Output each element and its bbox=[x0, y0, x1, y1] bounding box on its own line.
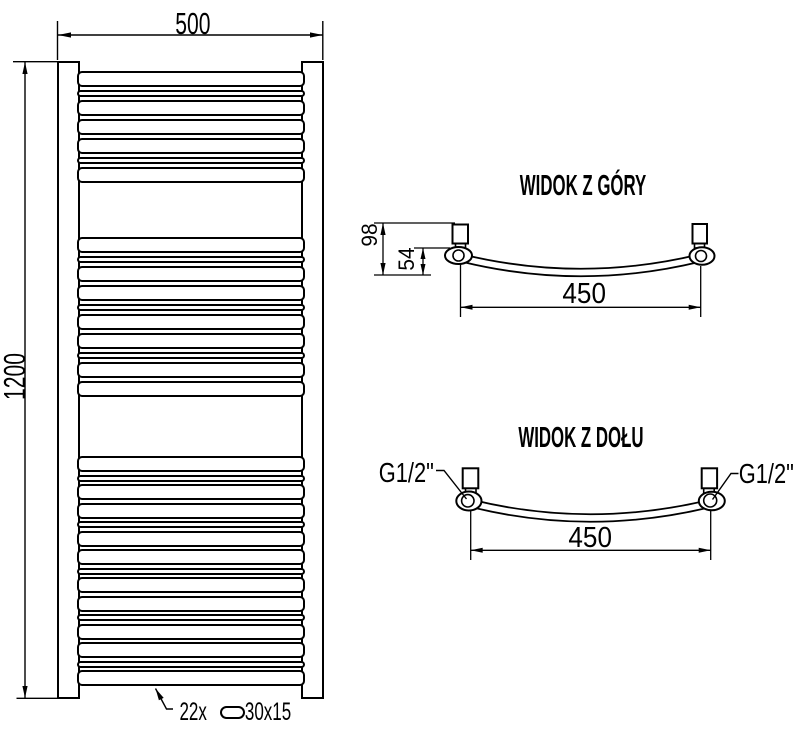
front-view-left-rail bbox=[57, 61, 80, 699]
rung bbox=[77, 237, 305, 253]
dim-500-lines bbox=[56, 21, 324, 60]
rung bbox=[77, 256, 305, 263]
front-view-right-rail bbox=[301, 61, 324, 699]
rung bbox=[77, 660, 305, 668]
rung bbox=[77, 502, 305, 519]
rung bbox=[77, 670, 305, 686]
rung bbox=[77, 167, 305, 183]
rung bbox=[77, 614, 305, 621]
rung bbox=[77, 71, 305, 87]
oval-profile-icon bbox=[220, 705, 245, 719]
rung bbox=[77, 314, 305, 330]
rung bbox=[77, 100, 305, 116]
top-view-curved-rail bbox=[462, 253, 700, 278]
rung bbox=[77, 549, 305, 565]
rung bbox=[77, 333, 305, 349]
rung bbox=[77, 285, 305, 301]
rung bbox=[77, 266, 305, 282]
rung bbox=[77, 474, 305, 482]
dim-1200-lines bbox=[13, 61, 80, 699]
rung bbox=[77, 352, 305, 359]
bottom-view-right-valve bbox=[700, 467, 719, 490]
rung-caption-leader bbox=[154, 688, 173, 710]
dim-450-top-lines bbox=[459, 264, 702, 317]
rung bbox=[77, 530, 305, 547]
rung bbox=[77, 90, 305, 97]
rung bbox=[77, 623, 305, 640]
rung bbox=[77, 362, 305, 378]
rung bbox=[77, 138, 305, 154]
bottom-view-curved-rail bbox=[472, 498, 710, 523]
rung bbox=[77, 642, 305, 658]
rung bbox=[77, 304, 305, 311]
top-view-left-valve bbox=[451, 223, 469, 245]
top-view-part bbox=[444, 223, 716, 278]
bottom-view-part bbox=[455, 467, 726, 523]
top-view-right-valve bbox=[691, 223, 708, 245]
rung bbox=[77, 484, 305, 500]
rung bbox=[77, 456, 305, 472]
rung bbox=[77, 595, 305, 612]
rung bbox=[77, 521, 305, 528]
rung bbox=[77, 119, 305, 135]
rung bbox=[77, 577, 305, 593]
dim-450-bottom-lines bbox=[470, 511, 712, 560]
rung bbox=[77, 157, 305, 164]
dim-98-54-lines bbox=[374, 222, 455, 276]
bottom-view-left-valve bbox=[461, 467, 480, 490]
thread-leaders bbox=[436, 469, 739, 500]
rung bbox=[77, 567, 305, 575]
rung bbox=[77, 381, 305, 397]
